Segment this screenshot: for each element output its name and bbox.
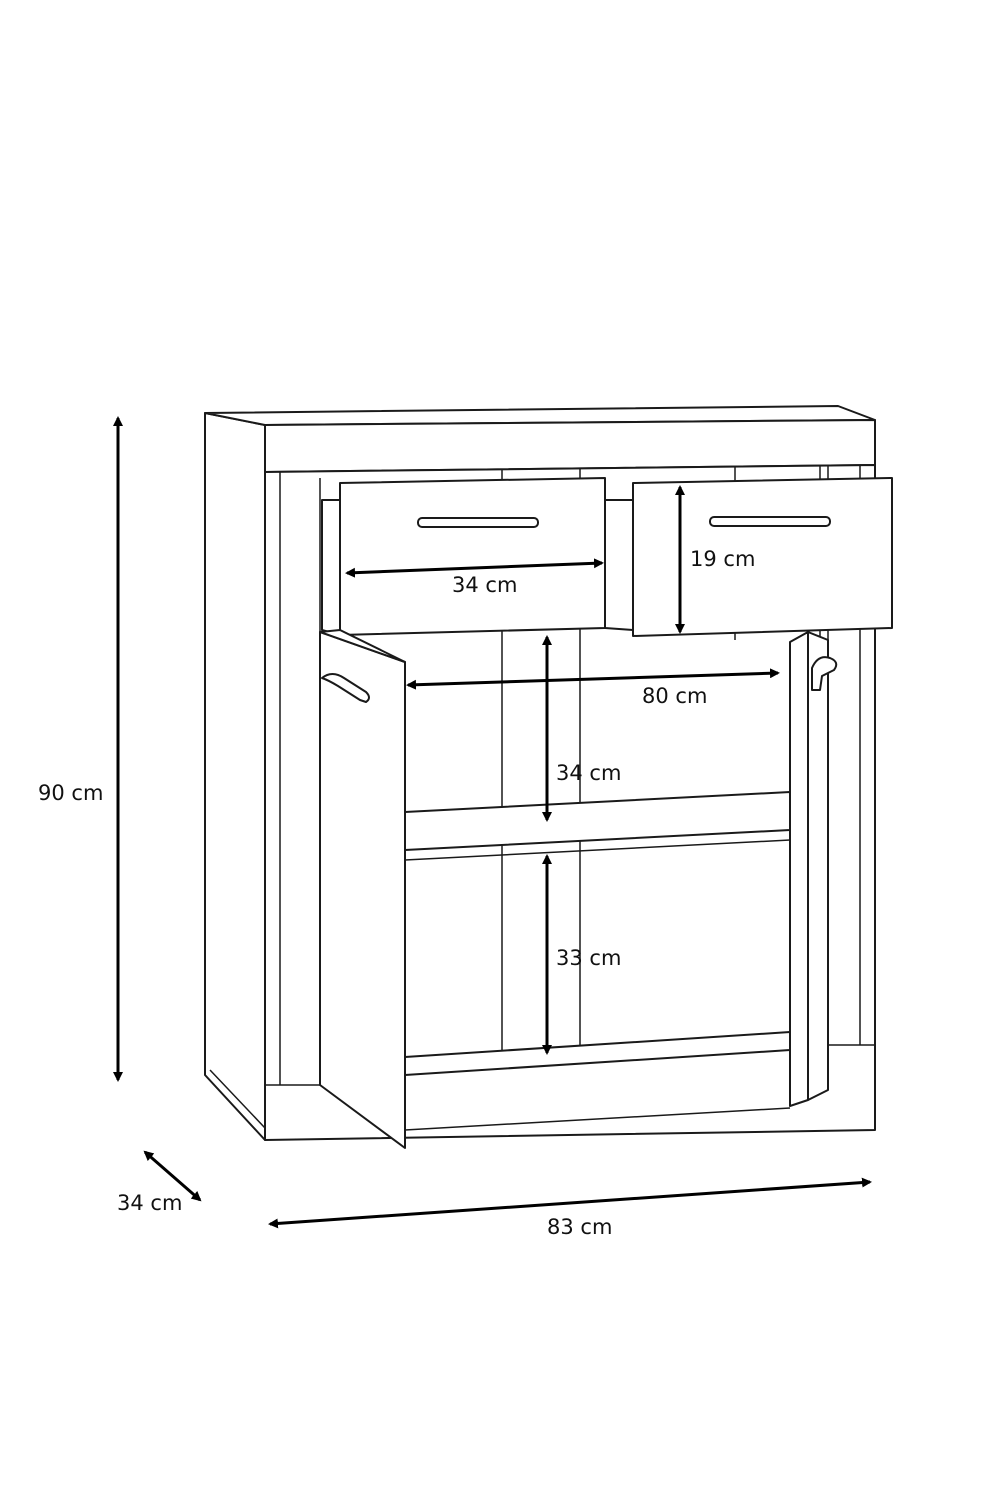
right-door xyxy=(789,631,809,1107)
height-label: 90 cm xyxy=(38,781,104,805)
upper-shelf-label: 34 cm xyxy=(556,761,622,785)
right-drawer xyxy=(632,477,893,637)
inner-width-arrow xyxy=(406,668,780,690)
left-drawer xyxy=(339,477,606,636)
door-handle xyxy=(811,656,838,691)
cabinet-body xyxy=(204,405,893,1149)
left-door xyxy=(319,631,406,1149)
width-arrow xyxy=(268,1177,872,1229)
drawer-height-label: 19 cm xyxy=(690,547,756,571)
width-label: 83 cm xyxy=(547,1215,613,1239)
dimension-arrows xyxy=(113,416,872,1229)
drawer-width-label: 34 cm xyxy=(452,573,518,597)
door-handle xyxy=(321,673,370,703)
drawer-handle xyxy=(709,516,831,527)
drawer-width-arrow xyxy=(345,558,604,578)
inner-width-label: 80 cm xyxy=(642,684,708,708)
depth-arrow xyxy=(143,1150,202,1202)
lower-shelf-label: 33 cm xyxy=(556,946,622,970)
drawer-handle xyxy=(417,517,539,528)
depth-label: 34 cm xyxy=(117,1191,183,1215)
